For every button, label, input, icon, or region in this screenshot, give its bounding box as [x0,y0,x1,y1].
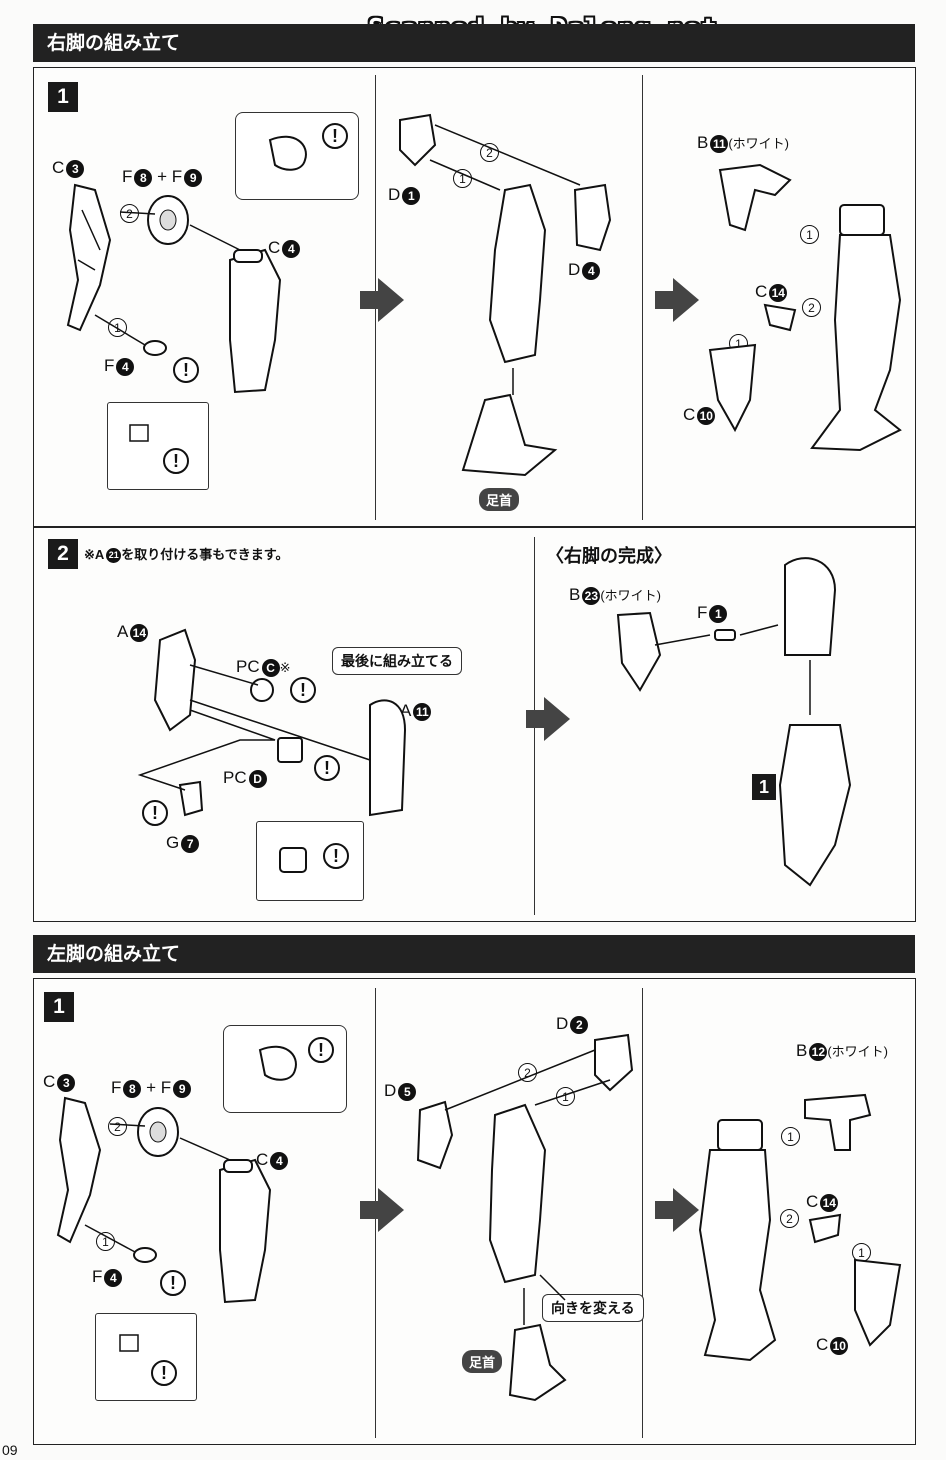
caution-icon: ! [142,800,168,826]
next-arrow [360,1188,404,1232]
complete-title: 〈右脚の完成〉 [546,546,672,566]
left-leg-thigh-drawing [416,1033,634,1402]
order-marker: 2 [518,1063,537,1082]
order-marker: 1 [800,225,819,244]
caution-icon: ! [314,755,340,781]
knee-parts-drawing [137,628,407,873]
right-leg-assembly-drawing [708,163,902,452]
caution-icon: ! [308,1037,334,1063]
page-number: 09 [2,1442,18,1458]
caution-icon: ! [290,677,316,703]
order-marker: 1 [556,1087,575,1106]
ankle-tag: 足首 [462,1350,503,1373]
section-header-left-leg: 左脚の組み立て [33,935,915,973]
step-number: 2 [48,539,78,569]
detail-callout [107,402,209,490]
step-number: 1 [44,992,74,1022]
detail-callout [95,1313,197,1401]
caution-icon: ! [173,357,199,383]
order-marker: 2 [780,1209,799,1228]
right-leg-step1-parts-drawing [66,135,307,442]
ref-step: 1 [752,774,776,800]
caution-icon: ! [322,123,348,149]
next-arrow [655,1188,699,1232]
order-marker: 1 [781,1127,800,1146]
order-marker: 2 [108,1117,127,1136]
step-number: 1 [48,82,78,112]
ankle-tag: 足首 [479,488,520,511]
next-arrow [526,697,570,741]
caution-icon: ! [160,1270,186,1296]
completed-right-leg-drawing [616,557,852,887]
caution-icon: ! [163,448,189,474]
left-leg-assembly-drawing [698,1093,902,1362]
order-marker: 2 [802,298,821,317]
caution-icon: ! [323,843,349,869]
section-header-right-leg: 右脚の組み立て [33,24,915,62]
step2-panel-right [33,527,916,922]
next-arrow [360,278,404,322]
divider [642,988,643,1438]
order-marker: 1 [453,169,472,188]
next-arrow [655,278,699,322]
right-leg-thigh-drawing [399,113,612,477]
change-direction-bubble: 向きを変える [542,1294,644,1322]
left-leg-step1-parts-drawing [56,1045,297,1352]
caution-icon: ! [151,1360,177,1386]
order-marker: 2 [480,143,499,162]
assemble-last-bubble: 最後に組み立てる [332,647,462,675]
divider [642,75,643,520]
